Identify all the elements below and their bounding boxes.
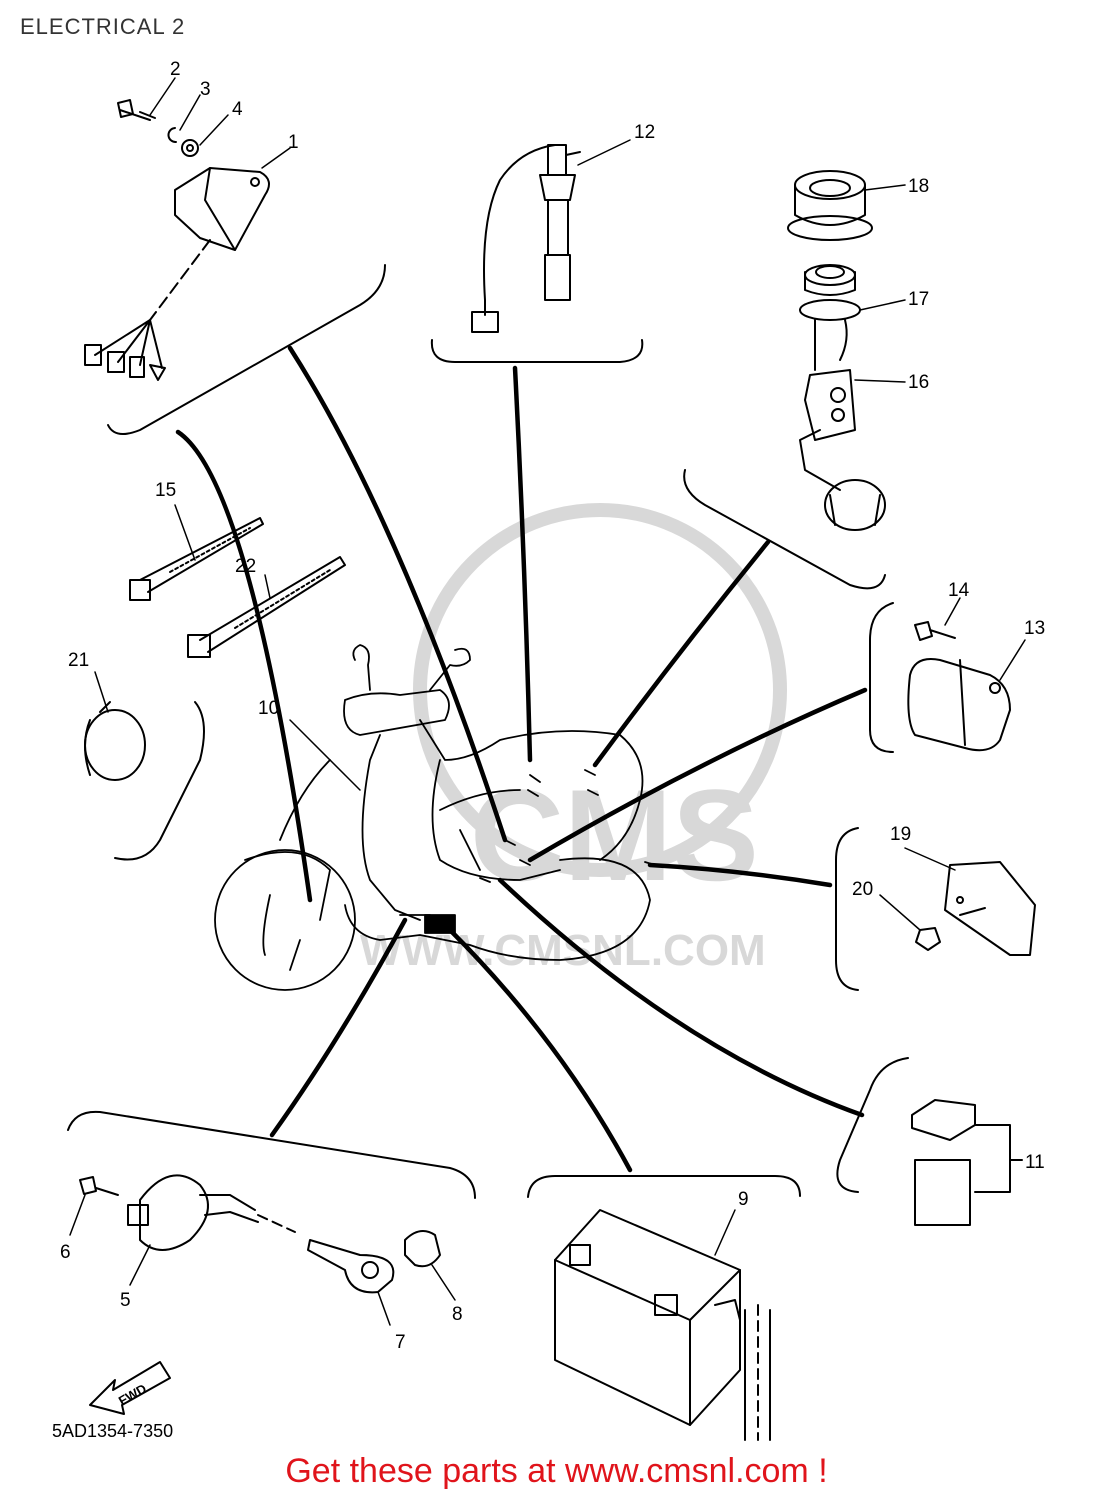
callout-7: 7 [395, 1332, 406, 1353]
callout-17: 17 [908, 289, 929, 310]
part-6-bolt[interactable] [79, 1176, 119, 1196]
callout-3: 3 [200, 79, 211, 100]
callout-5: 5 [120, 1290, 131, 1311]
part-17-gasket[interactable] [799, 264, 861, 321]
part-11-fuse-box[interactable] [911, 1099, 1023, 1226]
callout-15: 15 [155, 480, 176, 501]
group-brackets [67, 264, 909, 1199]
part-1-cdi-unit[interactable] [84, 167, 270, 381]
callout-leaders [69, 77, 1026, 1326]
callout-1: 1 [288, 132, 299, 153]
parts-diagram: CMS WWW.CMSNL.COM [52, 59, 1045, 1441]
callout-21: 21 [68, 650, 89, 671]
callout-22: 22 [235, 556, 256, 577]
callout-14: 14 [948, 580, 970, 601]
scooter-outline [214, 644, 659, 991]
part-14-bolt[interactable] [914, 621, 956, 641]
callout-11: 11 [1025, 1152, 1045, 1173]
part-8-boot[interactable] [404, 1230, 441, 1268]
part-4-washer[interactable] [181, 139, 199, 157]
part-15-cable-tie[interactable] [129, 517, 264, 601]
footer-cta-link[interactable]: Get these parts at www.cmsnl.com ! [285, 1452, 828, 1490]
callout-2: 2 [170, 59, 181, 80]
watermark-brand: CMS [470, 762, 759, 908]
part-9-battery[interactable] [554, 1209, 771, 1441]
part-3-washer[interactable] [167, 127, 177, 143]
part-13-relay[interactable] [907, 658, 1011, 752]
watermark-logo: CMS WWW.CMSNL.COM [360, 503, 787, 975]
part-18-cap[interactable] [787, 170, 873, 241]
part-5-ignition-coil[interactable] [127, 1174, 296, 1251]
part-19-plate[interactable] [944, 861, 1036, 956]
part-12-sensor[interactable] [471, 144, 581, 333]
callout-16: 16 [908, 372, 929, 393]
page-title: ELECTRICAL 2 [20, 14, 186, 39]
part-16-fuel-sender[interactable] [799, 319, 886, 531]
callout-6: 6 [60, 1242, 71, 1263]
callout-4: 4 [232, 99, 243, 120]
callout-8: 8 [452, 1304, 463, 1325]
callout-12: 12 [634, 122, 655, 143]
fwd-arrow-icon: FWD [89, 1361, 171, 1415]
part-21-grommet[interactable] [84, 701, 146, 781]
drawing-code: 5AD1354-7350 [52, 1421, 173, 1441]
part-7-plug-cap[interactable] [307, 1239, 395, 1294]
callout-10: 10 [258, 698, 279, 719]
callout-numbers: 2 3 4 1 12 18 17 16 15 22 21 10 14 13 19… [60, 59, 1045, 1353]
part-20-nut[interactable] [915, 907, 986, 951]
leader-lines [175, 345, 868, 1173]
part-2-bolt[interactable] [117, 99, 156, 121]
callout-13: 13 [1024, 618, 1045, 639]
callout-18: 18 [908, 176, 929, 197]
callout-19: 19 [890, 824, 911, 845]
callout-9: 9 [738, 1189, 749, 1210]
callout-20: 20 [852, 879, 873, 900]
